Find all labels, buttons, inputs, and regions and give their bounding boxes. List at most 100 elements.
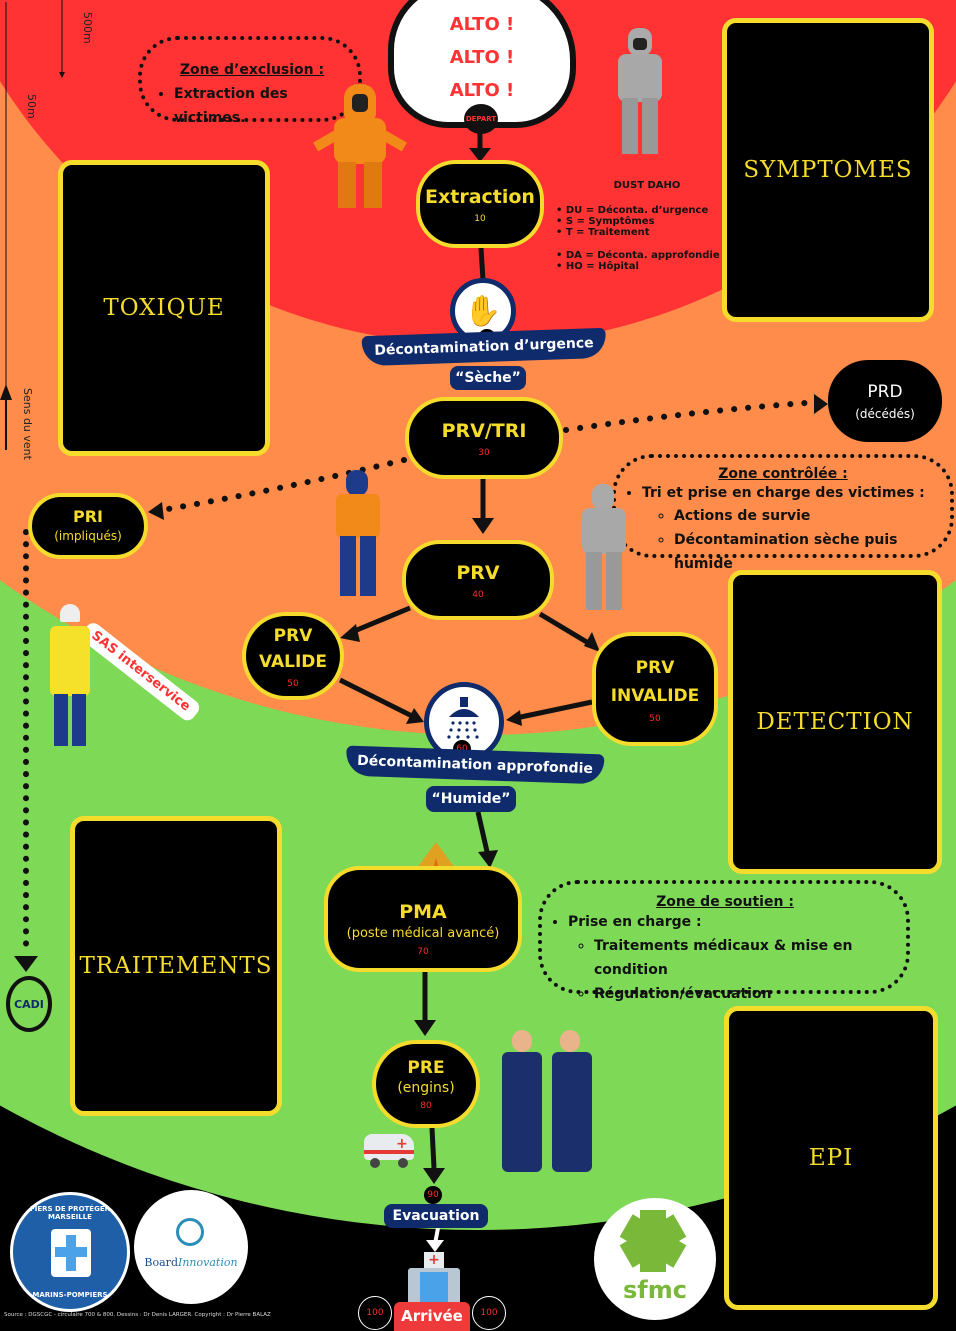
controlled-zone-box: Zone contrôlée : Tri et prise en charge … <box>612 454 954 572</box>
card-traitements[interactable]: TRAITEMENTS <box>70 816 282 1116</box>
legend-title: DUST DAHO <box>613 180 681 191</box>
legend-item: • HO = Hôpital <box>556 261 639 272</box>
prv-invalide-label-2: INVALIDE <box>610 686 700 706</box>
card-toxique[interactable]: TOXIQUE <box>58 160 270 456</box>
node-prv-valide[interactable]: PRV VALIDE 50 <box>242 612 344 700</box>
node-extraction[interactable]: Extraction 10 <box>416 160 544 248</box>
legend-item: • S = Symptômes <box>556 216 655 227</box>
connector-extraction-deconta <box>478 247 486 281</box>
prd-sub: (décédés) <box>855 407 915 421</box>
grey-suit-figure-2 <box>578 484 630 614</box>
arrow-to-evacuation <box>423 1168 445 1184</box>
alert-line-3: ALTO ! <box>449 80 515 101</box>
exclusion-zone-box: Zone d’exclusion : Extraction des victim… <box>138 36 362 126</box>
legend-item: • DU = Déconta. d’urgence <box>556 205 709 216</box>
arrow-to-hospital <box>426 1240 444 1252</box>
connector-prv-valide <box>351 605 411 635</box>
lightbulb-icon <box>176 1218 204 1246</box>
marins-pompiers-logo: FIERS DE PROTÉGER MARSEILLE MARINS-POMPI… <box>10 1192 130 1312</box>
node-prv[interactable]: PRV 40 <box>402 540 554 620</box>
controlled-zone-title: Zone contrôlée : <box>718 466 848 482</box>
arrow-to-cadi <box>14 956 38 972</box>
support-zone-box: Zone de soutien : Prise en charge : Trai… <box>538 880 910 1002</box>
pma-label: PMA <box>399 901 447 923</box>
hospital-icon: + <box>406 1252 462 1308</box>
prv-valide-label-1: PRV <box>273 626 313 646</box>
sfmc-logo: sfmc <box>594 1198 716 1320</box>
node-prd[interactable]: PRD (décédés) <box>828 360 942 442</box>
paramedics-figure <box>500 1030 596 1178</box>
start-label: DEPART <box>465 115 497 123</box>
alert-cloud: ALTO ! ALTO ! ALTO ! <box>388 0 576 128</box>
dotted-prvtri-pri <box>159 457 407 513</box>
evacuation-label: Evacuation <box>392 1208 480 1224</box>
distance-500m-label: 500m <box>81 12 94 44</box>
extraction-number: 10 <box>474 214 486 224</box>
node-cadi[interactable]: CADI <box>6 976 52 1032</box>
arrow-to-prv-invalide <box>584 632 600 652</box>
arrow-to-prv-valide <box>340 624 360 642</box>
marins-pompiers-bottom-text: MARINS-POMPIERS <box>32 1291 108 1299</box>
deconta-urgence-sub-banner: “Sèche” <box>450 366 526 390</box>
arrow-valide-to-douche <box>406 708 424 724</box>
prv-tri-number: 30 <box>478 448 490 458</box>
prv-valide-number: 50 <box>287 679 299 689</box>
ambulance-icon: + <box>364 1130 416 1170</box>
pri-sub: (impliqués) <box>54 529 122 543</box>
connector-prv-invalide <box>538 611 592 647</box>
board-innovation-text-2: Innovation <box>178 1256 238 1269</box>
source-credit: Source : DGSCGC - circulaire 700 & 800. … <box>4 1312 271 1318</box>
pri-label: PRI <box>73 507 103 526</box>
node-pre[interactable]: PRE (engins) 80 <box>372 1040 480 1128</box>
pre-sub: (engins) <box>397 1080 455 1096</box>
safety-worker-figure <box>46 604 94 750</box>
evacuation-banner[interactable]: Evacuation <box>384 1204 488 1228</box>
card-epi[interactable]: EPI <box>724 1006 938 1310</box>
pma-sub: (poste médical avancé) <box>346 926 500 941</box>
support-zone-item: Prise en charge : <box>568 910 900 934</box>
board-innovation-text-1: Board <box>144 1256 178 1269</box>
connector-valide-douche <box>338 677 414 719</box>
distance-500m-arrowhead <box>59 72 65 78</box>
node-pri[interactable]: PRI (impliqués) <box>28 493 148 559</box>
board-innovation-logo: BoardInnovation <box>134 1190 248 1304</box>
sfmc-text: sfmc <box>623 1276 687 1304</box>
prd-label: PRD <box>867 382 903 402</box>
pma-number: 70 <box>417 947 429 957</box>
prv-invalide-label-1: PRV <box>635 658 675 678</box>
arrow-to-prv <box>472 518 494 534</box>
card-symptomes[interactable]: SYMPTOMES <box>722 18 934 322</box>
deconta-approf-sub: “Humide” <box>431 791 511 807</box>
arrivee-label: Arrivée <box>401 1307 463 1325</box>
legend-item: • DA = Déconta. approfondie <box>556 250 720 261</box>
support-zone-subitem: Traitements médicaux & mise en condition <box>594 934 900 982</box>
connector-pre-evacuation <box>429 1127 437 1169</box>
pre-label: PRE <box>407 1058 445 1078</box>
arrow-to-pri <box>148 502 164 520</box>
arrow-to-extraction <box>469 148 491 162</box>
arrow-invalide-to-douche <box>506 710 522 726</box>
hazmat-suit-orange-figure <box>313 84 407 212</box>
node-prv-tri[interactable]: PRV/TRI 30 <box>405 397 563 479</box>
alert-line-1: ALTO ! <box>449 14 515 35</box>
deconta-approf-sub-banner: “Humide” <box>426 786 516 812</box>
card-detection[interactable]: DETECTION <box>728 570 942 874</box>
node-pma[interactable]: PMA (poste médical avancé) 70 <box>324 866 522 972</box>
pre-number: 80 <box>420 1101 432 1111</box>
arrow-to-pma <box>478 850 498 868</box>
wind-arrow-head <box>0 384 12 400</box>
controlled-zone-item: Tri et prise en charge des victimes : <box>642 482 942 504</box>
prv-invalide-number: 50 <box>649 714 661 724</box>
connector-invalide-douche <box>515 699 593 721</box>
support-zone-subitem: Régulation/évacuation <box>594 982 900 1006</box>
controlled-zone-subitem: Décontamination sèche puis humide <box>674 528 942 576</box>
firefighter-blue-figure <box>332 470 384 602</box>
node-prv-invalide[interactable]: PRV INVALIDE 50 <box>592 632 718 746</box>
arrivee-number-right: 100 <box>472 1296 506 1330</box>
grey-suit-figure <box>610 28 670 158</box>
legend-item: • T = Traitement <box>556 227 650 238</box>
prv-number: 40 <box>472 590 484 600</box>
arrivee-label-box[interactable]: Arrivée <box>394 1302 470 1331</box>
marins-pompiers-top-text: FIERS DE PROTÉGER MARSEILLE <box>29 1205 110 1221</box>
prv-tri-label: PRV/TRI <box>441 420 527 442</box>
